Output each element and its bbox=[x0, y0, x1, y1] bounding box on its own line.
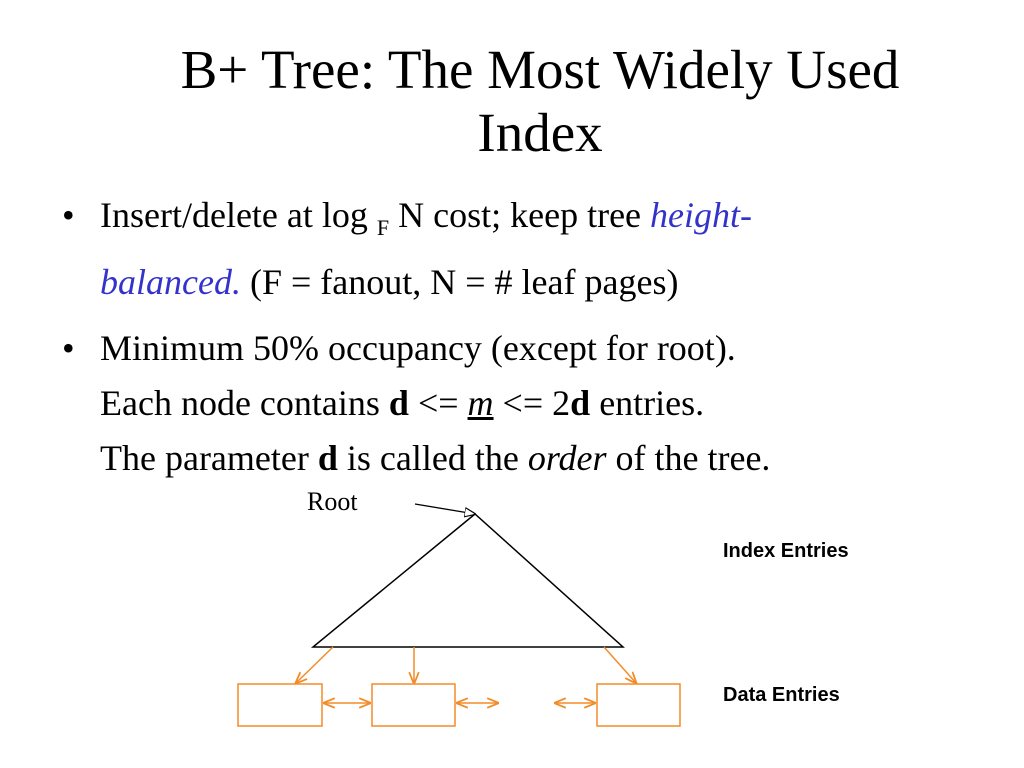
bullet-text: <= bbox=[408, 383, 468, 423]
bullet-text: The parameter bbox=[100, 438, 318, 478]
title-line-2: Index bbox=[477, 102, 603, 163]
order-term: order bbox=[527, 438, 607, 478]
bullet-mark: • bbox=[62, 328, 75, 368]
index-entries-label: Index Entries bbox=[723, 540, 849, 562]
bullet-text: (F = fanout, N = # leaf pages) bbox=[240, 262, 679, 302]
bullet-text: Insert/delete at log bbox=[100, 195, 377, 235]
leaf-page-2 bbox=[371, 683, 456, 727]
bullet-text: <= 2 bbox=[493, 383, 571, 423]
leaf-page-3 bbox=[596, 683, 681, 727]
root-pointer-arrow bbox=[414, 503, 475, 514]
entry-count-symbol-m: m bbox=[467, 383, 494, 423]
data-entries-label: Data Entries bbox=[723, 684, 840, 706]
bullet-text: N cost; keep tree bbox=[389, 195, 651, 235]
root-label: Root bbox=[307, 487, 358, 516]
bullet-line: Each node contains d <= m <= 2d entries. bbox=[100, 376, 982, 431]
height-balanced-emphasis: balanced. bbox=[100, 262, 241, 302]
bullet-line: Minimum 50% occupancy (except for root). bbox=[100, 328, 736, 368]
bullet-text: entries. bbox=[590, 383, 705, 423]
bullet-list: • Insert/delete at log F N cost; keep tr… bbox=[62, 188, 982, 486]
order-symbol-d: d bbox=[388, 383, 409, 423]
bullet-item-insert-delete: • Insert/delete at log F N cost; keep tr… bbox=[62, 188, 982, 310]
order-symbol-d: d bbox=[317, 438, 338, 478]
index-tree-triangle bbox=[310, 513, 625, 648]
height-balanced-emphasis: height- bbox=[650, 195, 753, 235]
bullet-item-occupancy: • Minimum 50% occupancy (except for root… bbox=[62, 321, 982, 486]
slide-title: B+ Tree: The Most Widely Used Index bbox=[60, 38, 1020, 164]
log-base-subscript: F bbox=[376, 215, 390, 240]
bullet-text: is called the bbox=[337, 438, 528, 478]
bullet-mark: • bbox=[62, 195, 75, 235]
bullet-text: of the tree. bbox=[606, 438, 771, 478]
bullet-text: Each node contains bbox=[100, 383, 389, 423]
leaf-pointer-right bbox=[603, 646, 636, 683]
leaf-page-1 bbox=[237, 683, 323, 727]
bullet-line: The parameter d is called the order of t… bbox=[100, 431, 982, 486]
title-line-1: B+ Tree: The Most Widely Used bbox=[180, 39, 900, 100]
leaf-pointer-left bbox=[296, 646, 334, 683]
order-symbol-d: d bbox=[570, 383, 591, 423]
